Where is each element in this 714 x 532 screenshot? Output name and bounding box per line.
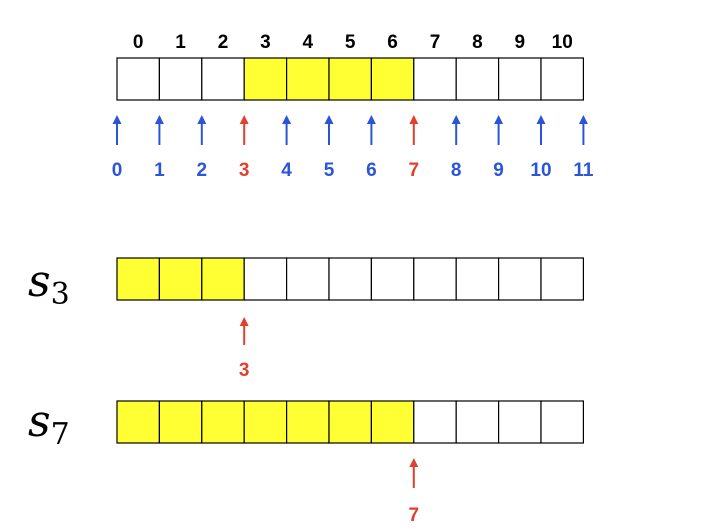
boundary-pointer-label: 10	[530, 160, 551, 181]
column-index-label: 5	[345, 32, 356, 53]
boundary-pointer-arrow	[366, 115, 376, 145]
prefix-s7-cell-5-highlighted	[328, 400, 373, 444]
prefix-s3-cell-1-highlighted	[158, 257, 203, 301]
top-array-cell-9	[498, 57, 542, 101]
boundary-pointer-label: 9	[493, 160, 504, 181]
top-array-cell-8	[455, 57, 500, 101]
column-index-label: 9	[515, 32, 526, 53]
boundary-pointer-arrow	[578, 115, 588, 145]
prefix-boundary-arrow	[409, 458, 419, 488]
prefix-s7-cell-10	[540, 400, 585, 444]
column-index-label: 0	[133, 32, 144, 53]
prefix-s3-cell-3	[243, 257, 288, 301]
column-index-label: 7	[430, 32, 441, 53]
boundary-pointer-arrow	[494, 115, 504, 145]
top-array-cell-0	[116, 57, 161, 101]
column-index-label: 6	[387, 32, 398, 53]
boundary-pointer-arrow	[324, 115, 334, 145]
boundary-pointer-arrow	[154, 115, 164, 145]
boundary-pointer-arrow	[239, 115, 249, 145]
boundary-pointer-label: 1	[154, 160, 165, 181]
boundary-pointer-label: 5	[324, 160, 335, 181]
top-array-cell-10	[540, 57, 585, 101]
prefix-s7-cell-3-highlighted	[243, 400, 288, 444]
prefix-s7-cell-2-highlighted	[201, 400, 245, 444]
top-array: 0 1 2 3 4 5 6 7 8 9 10 0 1 2 3 4 5 6 7 8 9 10 11	[112, 32, 594, 181]
top-array-cell-5-highlighted	[328, 57, 373, 101]
prefix-s7-cell-4-highlighted	[286, 400, 330, 444]
prefix-s3-cell-2-highlighted	[201, 257, 245, 301]
boundary-pointer-label: 11	[573, 160, 594, 181]
column-index-label: 2	[218, 32, 229, 53]
prefix-s3-cell-6	[370, 257, 415, 301]
prefix-s3-cell-4	[286, 257, 330, 301]
prefix-symbol-s7: s7	[28, 396, 70, 452]
prefix-s3-cell-5	[328, 257, 373, 301]
prefix-array-s7: s7 7	[28, 396, 585, 526]
top-array-cell-7	[413, 57, 457, 101]
prefix-s7-cell-9	[498, 400, 542, 444]
prefix-s7-cell-8	[455, 400, 500, 444]
top-array-cell-2	[201, 57, 245, 101]
top-array-cell-1	[158, 57, 203, 101]
prefix-boundary-label: 3	[239, 360, 250, 381]
top-array-cell-6-highlighted	[370, 57, 415, 101]
prefix-s3-cell-7	[413, 257, 457, 301]
column-index-label: 8	[472, 32, 483, 53]
top-array-cell-3-highlighted	[243, 57, 288, 101]
prefix-s7-cell-6-highlighted	[370, 400, 415, 444]
prefix-s3-cell-9	[498, 257, 542, 301]
boundary-pointer-arrow	[197, 115, 207, 145]
boundary-pointer-label: 3	[239, 160, 250, 181]
prefix-s7-cell-0-highlighted	[116, 400, 161, 444]
column-index-label: 4	[303, 32, 314, 53]
prefix-s7-cell-7	[413, 400, 457, 444]
boundary-pointer-label: 6	[366, 160, 377, 181]
prefix-array-s3: s3 3	[28, 256, 585, 381]
prefix-symbol-s3: s3	[28, 256, 70, 312]
prefix-boundary-arrow	[239, 317, 249, 345]
boundary-pointer-arrow	[536, 115, 546, 145]
boundary-pointer-arrow	[282, 115, 292, 145]
boundary-pointer-arrow	[451, 115, 461, 145]
column-index-label: 3	[260, 32, 271, 53]
prefix-s3-cell-8	[455, 257, 500, 301]
column-index-label: 1	[175, 32, 186, 53]
prefix-s3-cell-0-highlighted	[116, 257, 161, 301]
boundary-pointer-arrow	[409, 115, 419, 145]
boundary-pointer-arrow	[112, 115, 122, 145]
prefix-s7-cell-1-highlighted	[158, 400, 203, 444]
boundary-pointer-label: 4	[281, 160, 292, 181]
boundary-pointer-label: 2	[197, 160, 208, 181]
boundary-pointer-label: 0	[112, 160, 123, 181]
column-index-label: 10	[552, 32, 573, 53]
boundary-pointer-label: 7	[409, 160, 420, 181]
boundary-pointer-label: 8	[451, 160, 462, 181]
top-array-cell-4-highlighted	[286, 57, 330, 101]
prefix-s3-cell-10	[540, 257, 585, 301]
prefix-boundary-label: 7	[409, 505, 420, 526]
